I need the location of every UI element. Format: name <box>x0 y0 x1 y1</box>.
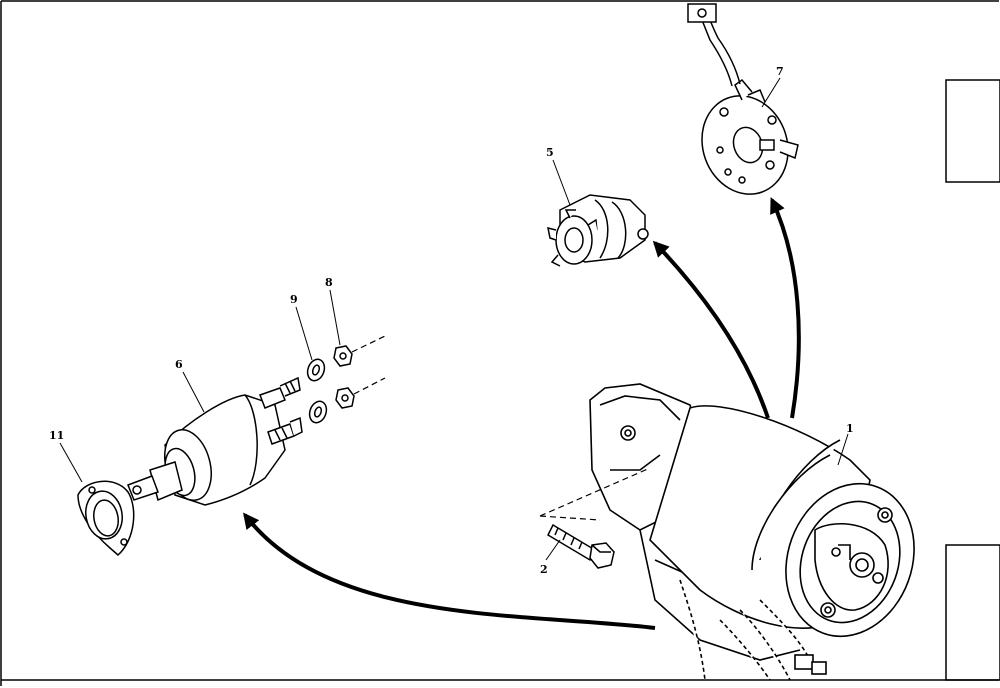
arrow-to-brush-plate <box>770 197 801 419</box>
callout-11: 11 <box>49 429 64 442</box>
assembly-arrows <box>243 197 801 630</box>
callout-8: 8 <box>325 276 333 289</box>
arrow-to-solenoid <box>243 512 656 630</box>
seal-gasket <box>77 480 135 556</box>
index-tab-top <box>945 79 1000 183</box>
mounting-bolt <box>547 523 615 569</box>
callout-6: 6 <box>175 358 183 371</box>
starter-motor <box>589 383 915 681</box>
callout-2: 2 <box>540 563 548 576</box>
arrow-to-pinion <box>652 240 770 419</box>
index-tab-bottom <box>945 544 1000 681</box>
washers-and-nuts <box>306 345 355 424</box>
callout-9: 9 <box>290 293 298 306</box>
callout-5: 5 <box>546 146 554 159</box>
brush-holder-plate <box>687 3 799 195</box>
callout-labels: 1 2 5 6 7 8 9 11 <box>49 65 854 576</box>
callout-7: 7 <box>776 65 784 78</box>
leader-lines <box>59 77 849 561</box>
pinion-drive <box>547 194 649 267</box>
fastener-axis-lines <box>351 335 386 395</box>
bolt-leader-dashed <box>539 467 651 517</box>
bolt-leader-dashed-2 <box>539 515 601 521</box>
solenoid <box>127 376 303 506</box>
callout-1: 1 <box>846 422 854 435</box>
